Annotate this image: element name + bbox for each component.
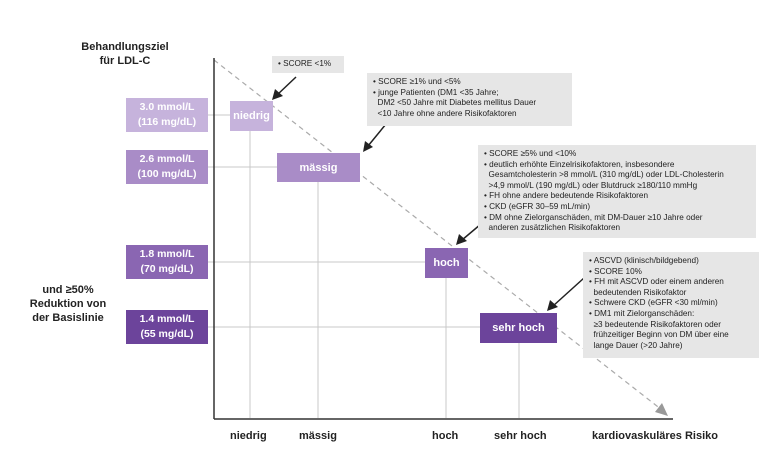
note-line: • SCORE ≥1% und <5%	[373, 77, 461, 86]
arrow-moderate	[363, 123, 387, 152]
note-line: • SCORE <1%	[278, 59, 332, 68]
trend-arrowhead	[655, 403, 668, 416]
reduction-label: und ≥50% Reduktion von der Basislinie	[12, 283, 124, 325]
arrow-very-high	[547, 277, 585, 311]
x-tick-sehr-hoch: sehr hoch	[494, 430, 547, 442]
target-box-1-4: 1.4 mmol/L (55 mg/dL)	[126, 310, 208, 344]
note-high: • SCORE ≥5% und <10%• deutlich erhöhte E…	[478, 145, 756, 238]
y-axis-title-line1: Behandlungsziel	[81, 41, 169, 53]
y-axis-title-line2: für LDL-C	[99, 55, 151, 67]
note-line: bedeutenden Risikofaktor	[589, 287, 687, 297]
note-line: <10 Jahre ohne andere Risikofaktoren	[373, 108, 517, 118]
note-line: Gesamtcholesterin >8 mmol/L (310 mg/dL) …	[484, 170, 724, 180]
note-line: • deutlich erhöhte Einzelrisikofaktoren,…	[484, 159, 675, 169]
arrow-high	[456, 223, 482, 245]
risk-box-maessig: mässig	[277, 153, 360, 182]
note-line: • DM1 mit Zielorganschäden:	[589, 308, 695, 318]
risk-box-niedrig: niedrig	[230, 101, 273, 131]
target-mmol: 1.8 mmol/L	[139, 248, 195, 260]
note-line: • FH mit ASCVD oder einem anderen	[589, 277, 724, 287]
target-mg: (116 mg/dL)	[137, 116, 197, 128]
target-mmol: 3.0 mmol/L	[139, 101, 195, 113]
reduction-line1: und ≥50%	[42, 284, 94, 296]
x-tick-maessig: mässig	[299, 430, 337, 442]
note-line: • CKD (eGFR 30–59 mL/min)	[484, 201, 591, 211]
target-box-1-8: 1.8 mmol/L (70 mg/dL)	[126, 245, 208, 279]
target-mg: (100 mg/dL)	[137, 168, 197, 180]
note-line: • FH ohne andere bedeutende Risikofaktor…	[484, 191, 648, 201]
target-box-2-6: 2.6 mmol/L (100 mg/dL)	[126, 150, 208, 184]
note-line: • DM ohne Zielorganschäden, mit DM-Dauer…	[484, 212, 703, 222]
target-box-3-0: 3.0 mmol/L (116 mg/dL)	[126, 98, 208, 132]
trend-diagonal	[213, 59, 663, 411]
note-line: lange Dauer (>20 Jahre)	[589, 340, 683, 350]
note-line: • ASCVD (klinisch/bildgebend)	[589, 256, 699, 265]
note-line: frühzeitiger Beginn von DM über eine	[589, 330, 729, 340]
note-low: • SCORE <1%	[272, 56, 344, 73]
note-line: • SCORE 10%	[589, 266, 642, 276]
target-mmol: 1.4 mmol/L	[139, 313, 195, 325]
target-mg: (55 mg/dL)	[140, 328, 194, 340]
risk-box-hoch: hoch	[425, 248, 468, 278]
y-axis-title: Behandlungsziel für LDL-C	[60, 40, 190, 68]
reduction-line2: Reduktion von	[29, 298, 107, 310]
note-line: ≥3 bedeutende Risikofaktoren oder	[589, 319, 721, 329]
x-axis-title: kardiovaskuläres Risiko	[592, 430, 718, 442]
note-line: • junge Patienten (DM1 <35 Jahre;	[373, 87, 499, 97]
note-moderate: • SCORE ≥1% und <5%• junge Patienten (DM…	[367, 73, 572, 126]
x-tick-hoch: hoch	[432, 430, 459, 442]
target-mmol: 2.6 mmol/L	[139, 153, 195, 165]
note-line: • Schwere CKD (eGFR <30 ml/min)	[589, 298, 718, 308]
note-line: DM2 <50 Jahre mit Diabetes mellitus Daue…	[373, 98, 537, 108]
target-mg: (70 mg/dL)	[140, 263, 194, 275]
note-line: anderen zusätzlichen Risikofaktoren	[484, 223, 621, 233]
arrow-low	[272, 76, 297, 100]
note-line: • SCORE ≥5% und <10%	[484, 149, 577, 158]
x-tick-niedrig: niedrig	[230, 430, 267, 442]
note-line: >4,9 mmol/L (190 mg/dL) oder Blutdruck ≥…	[484, 180, 698, 190]
note-very-high: • ASCVD (klinisch/bildgebend)• SCORE 10%…	[583, 252, 759, 358]
risk-box-sehr-hoch: sehr hoch	[480, 313, 557, 343]
reduction-line3: der Basislinie	[32, 312, 104, 324]
